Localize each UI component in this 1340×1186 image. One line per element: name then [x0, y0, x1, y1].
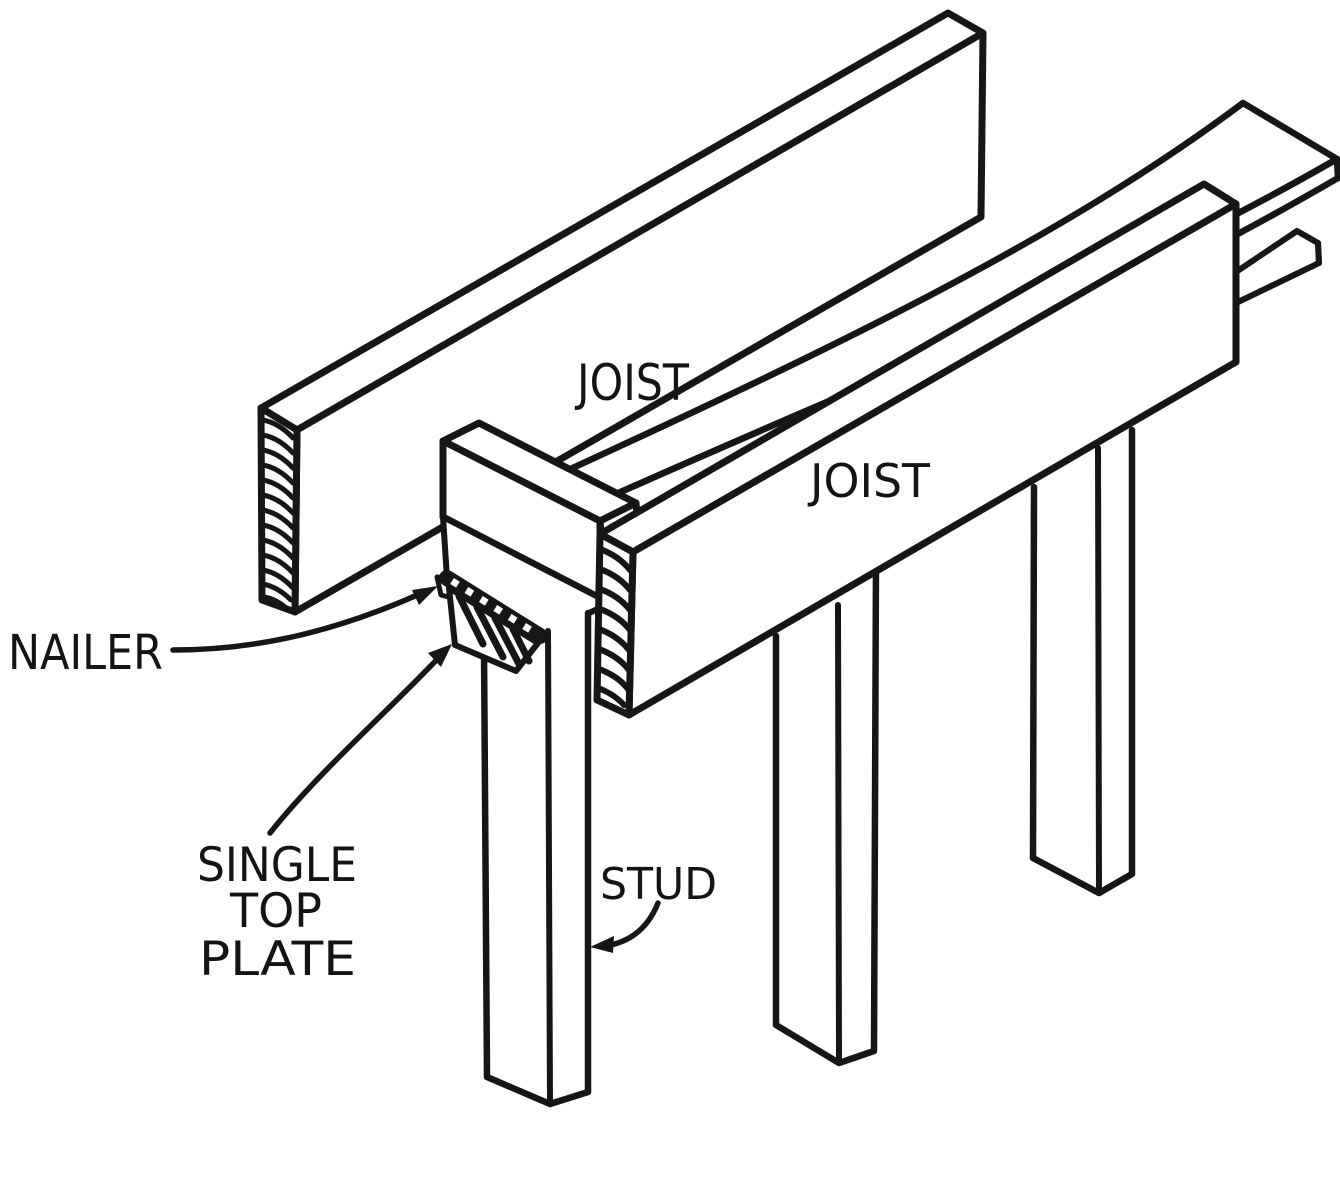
single-top-plate-label-line1: SINGLE	[197, 838, 357, 893]
stud-3	[1029, 415, 1136, 897]
nailer-leader-arrow	[170, 586, 438, 653]
joist-front-endgrain-hatch	[595, 546, 633, 708]
nailer-label: NAILER	[8, 625, 163, 681]
joist-back-endgrain-hatch	[260, 417, 296, 611]
stud-label: STUD	[600, 859, 717, 910]
stud-leader-arrow	[590, 900, 661, 953]
joist-front-board	[593, 180, 1240, 719]
joist-front-label: JOIST	[807, 454, 931, 508]
single-top-plate-label-line3: PLATE	[199, 932, 356, 987]
stud-1	[480, 608, 592, 1108]
single-top-plate-label-line2: TOP	[229, 884, 322, 939]
top-plate-cut-end	[446, 585, 541, 674]
top-plate-right-end	[1233, 228, 1322, 306]
joist-back-label: JOIST	[574, 354, 689, 412]
top-plate-leader-arrow	[267, 644, 452, 836]
stud-2	[772, 557, 880, 1067]
nailer-dashed-edge	[439, 570, 548, 644]
